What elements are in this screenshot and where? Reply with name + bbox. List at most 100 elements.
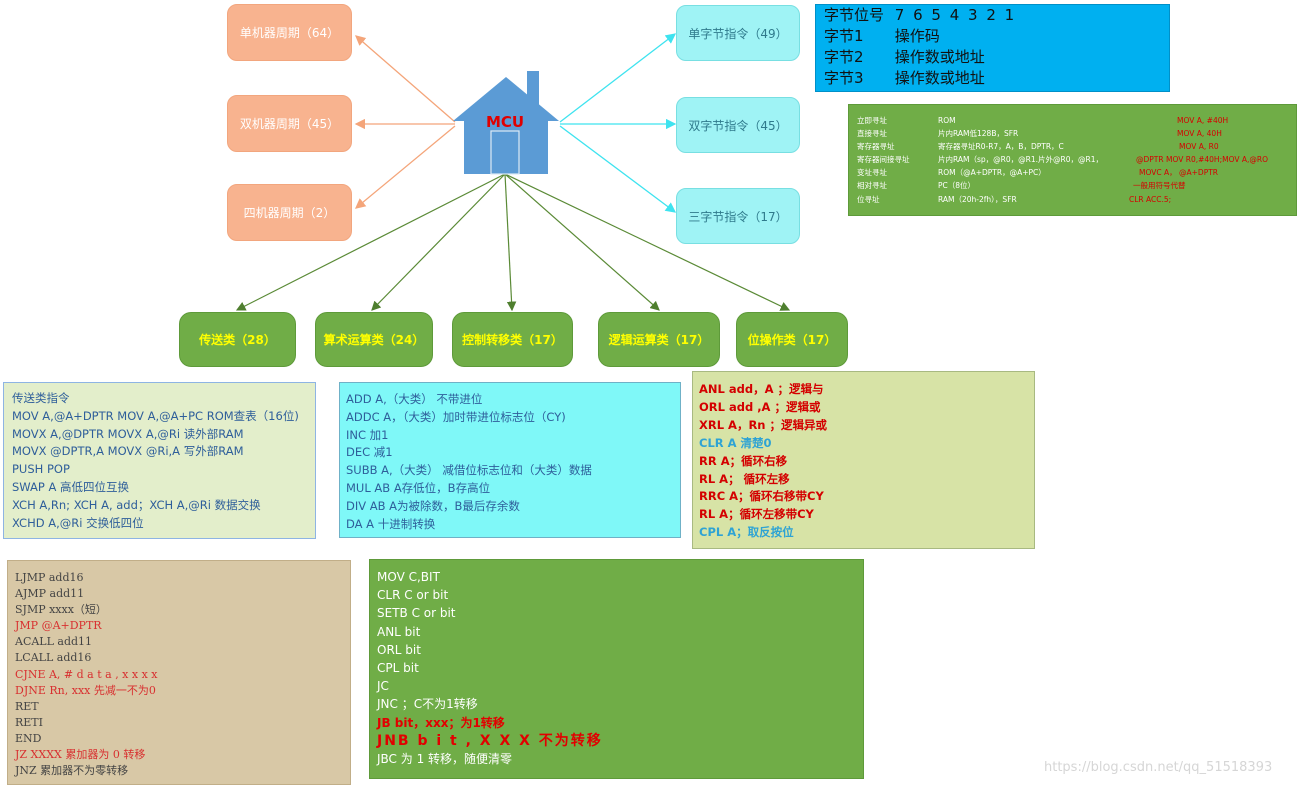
byte-row-key: 字节1 <box>824 27 864 45</box>
byte-row-2: 字节2 操作数或地址 <box>824 47 1161 68</box>
addr-mode: 立即寻址 <box>857 116 887 125</box>
arrow-to-cat-1 <box>235 173 506 311</box>
bit-line: ORL bit <box>377 642 421 657</box>
ins-single-byte: 单字节指令（49） <box>676 5 800 61</box>
byte-row-key: 字节2 <box>824 48 864 66</box>
byte-row-3: 字节3 操作数或地址 <box>824 68 1161 89</box>
arith-line: DA A 十进制转换 <box>346 516 436 531</box>
byte-row-header: 字节位号 7 6 5 4 3 2 1 <box>824 5 1161 26</box>
transfer-line: 传送类指令 <box>12 391 70 405</box>
transfer-line: SWAP A 高低四位互换 <box>12 479 130 494</box>
bit-line: SETB C or bit <box>377 606 456 621</box>
arrow-to-cat-4 <box>504 173 660 311</box>
arith-line: SUBB A,（大类） 减借位标志位和（大类）数据 <box>346 463 592 478</box>
transfer-line: XCH A,Rn; XCH A, add；XCH A,@Ri 数据交换 <box>12 497 261 512</box>
logic-line: RL A； 循环左移 <box>699 471 790 486</box>
logic-line: RR A；循环右移 <box>699 453 788 468</box>
jump-line: AJMP add11 <box>15 587 85 601</box>
jump-line: RETI <box>15 715 43 729</box>
arrow-to-cycle-1 <box>355 35 456 123</box>
addr-example: MOV A, 40H <box>1177 129 1222 139</box>
jump-line: END <box>15 731 42 745</box>
control-transfer-panel: LJMP add16 AJMP add11 SJMP xxxx（短） JMP @… <box>7 560 351 785</box>
addressing-row: 寄存器间接寻址 片内RAM（sp，@R0，@R1.片外@R0，@R1， @DPT… <box>849 153 1296 166</box>
bit-line: JNC ；C不为1转移 <box>377 697 478 712</box>
addr-space: 片内RAM（sp，@R0，@R1.片外@R0，@R1， <box>938 155 1103 165</box>
logic-line: XRL A，Rn ；逻辑异或 <box>699 417 827 432</box>
arrow-to-cat-5 <box>504 173 791 311</box>
arith-line: ADD A,（大类） 不带进位 <box>346 392 483 406</box>
cycle-quad: 四机器周期（2） <box>227 184 352 241</box>
addr-mode: 寄存器寻址 <box>857 142 895 152</box>
category-arithmetic: 算术运算类（24） <box>315 312 433 367</box>
arrow-to-cat-3 <box>504 173 517 312</box>
watermark: https://blog.csdn.net/qq_51518393 <box>1044 760 1273 775</box>
byte-layout-box: 字节位号 7 6 5 4 3 2 1 字节1 操作码 字节2 操作数或地址 字节… <box>815 4 1170 92</box>
arrow-to-cycle-3 <box>354 125 456 209</box>
addressing-row: 位寻址 RAM（20h-2fh），SFR CLR ACC.5; <box>849 193 1296 206</box>
addr-example: 一般用符号代替 <box>1133 181 1186 191</box>
arith-line: MUL AB A存低位，B存高位 <box>346 480 491 495</box>
addr-space: RAM（20h-2fh），SFR <box>938 194 1017 204</box>
logic-line: ORL add ,A ；逻辑或 <box>699 399 821 414</box>
byte-row-value: 操作码 <box>894 27 940 45</box>
arith-line: DEC 减1 <box>346 445 393 460</box>
category-bit: 位操作类（17） <box>736 312 848 367</box>
byte-row-value: 操作数或地址 <box>894 48 985 66</box>
addr-space: 片内RAM低128B，SFR <box>938 129 1019 139</box>
arith-line: ADDC A，（大类）加时带进位标志位（CY) <box>346 409 566 424</box>
byte-header-value: 7 6 5 4 3 2 1 <box>894 6 1017 24</box>
addr-mode: 位寻址 <box>857 194 880 204</box>
category-transfer: 传送类（28） <box>179 312 296 367</box>
addr-space: ROM <box>938 116 956 125</box>
logic-line: RRC A；循环右移带CY <box>699 489 824 504</box>
bit-line: ANL bit <box>377 624 421 639</box>
byte-row-value: 操作数或地址 <box>894 69 985 87</box>
addressing-row: 寄存器寻址 寄存器寻址R0-R7，A，B，DPTR，C MOV A, R0 <box>849 140 1296 153</box>
mcu-house-icon <box>453 71 559 175</box>
mcu-label: MCU <box>485 113 525 131</box>
transfer-line: MOV A,@A+DPTR MOV A,@A+PC ROM查表（16位) <box>12 408 299 423</box>
jump-line: ACALL add11 <box>15 635 93 649</box>
logic-line: ANL add，A ；逻辑与 <box>699 382 824 396</box>
bit-line: MOV C,BIT <box>377 570 440 584</box>
jump-line: DJNE Rn, xxx 先减一不为0 <box>15 683 156 697</box>
jump-line: SJMP xxxx（短） <box>15 603 107 617</box>
addr-example: MOVC A， @A+DPTR <box>1139 168 1219 178</box>
addr-example: MOV A, R0 <box>1179 142 1219 152</box>
transfer-line: MOVX A,@DPTR MOVX A,@Ri 读外部RAM <box>12 426 244 441</box>
addressing-row: 立即寻址 ROM MOV A, #40H <box>849 114 1296 127</box>
jump-line: LJMP add16 <box>15 571 84 584</box>
bit-line: JBC 为 1 转移，随便清零 <box>377 752 513 767</box>
addr-mode: 直接寻址 <box>857 129 887 139</box>
addr-example: CLR ACC.5; <box>1129 194 1172 204</box>
transfer-line: PUSH POP <box>12 462 70 477</box>
transfer-line: MOVX @DPTR,A MOVX @Ri,A 写外部RAM <box>12 444 244 459</box>
category-logic: 逻辑运算类（17） <box>598 312 720 367</box>
transfer-line: XCHD A,@Ri 交换低四位 <box>12 515 144 530</box>
category-control: 控制转移类（17） <box>452 312 573 367</box>
addressing-modes-box: 立即寻址 ROM MOV A, #40H 直接寻址 片内RAM低128B，SFR… <box>848 104 1297 216</box>
jump-line: JNZ 累加器不为零转移 <box>15 764 129 778</box>
byte-row-key: 字节3 <box>824 69 864 87</box>
addr-mode: 变址寻址 <box>857 168 887 178</box>
jump-line: JZ XXXX 累加器为 0 转移 <box>15 748 146 762</box>
byte-row-1: 字节1 操作码 <box>824 26 1161 47</box>
bit-line: JNB b i t , X X X 不为转移 <box>377 732 603 749</box>
arrow-to-cat-2 <box>371 173 506 311</box>
arrow-to-ins-1 <box>559 33 677 123</box>
bit-line: JB bit，xxx；为1转移 <box>377 715 505 730</box>
bit-line: CLR C or bit <box>377 588 449 603</box>
logic-line: CPL A；取反按位 <box>699 525 794 540</box>
jump-line: LCALL add16 <box>15 651 92 665</box>
ins-double-byte: 双字节指令（45） <box>676 97 800 153</box>
bit-operation-panel: MOV C,BIT CLR C or bit SETB C or bit ANL… <box>369 559 864 779</box>
addr-mode: 相对寻址 <box>857 181 887 191</box>
byte-header-key: 字节位号 <box>824 6 885 24</box>
addressing-row: 相对寻址 PC（8位） 一般用符号代替 <box>849 179 1296 192</box>
addr-example: @DPTR MOV R0,#40H;MOV A,@RO <box>1136 155 1268 165</box>
bit-line: JC <box>377 679 389 694</box>
jump-line: RET <box>15 699 39 713</box>
addr-space: ROM（@A+DPTR，@A+PC） <box>938 168 1046 178</box>
